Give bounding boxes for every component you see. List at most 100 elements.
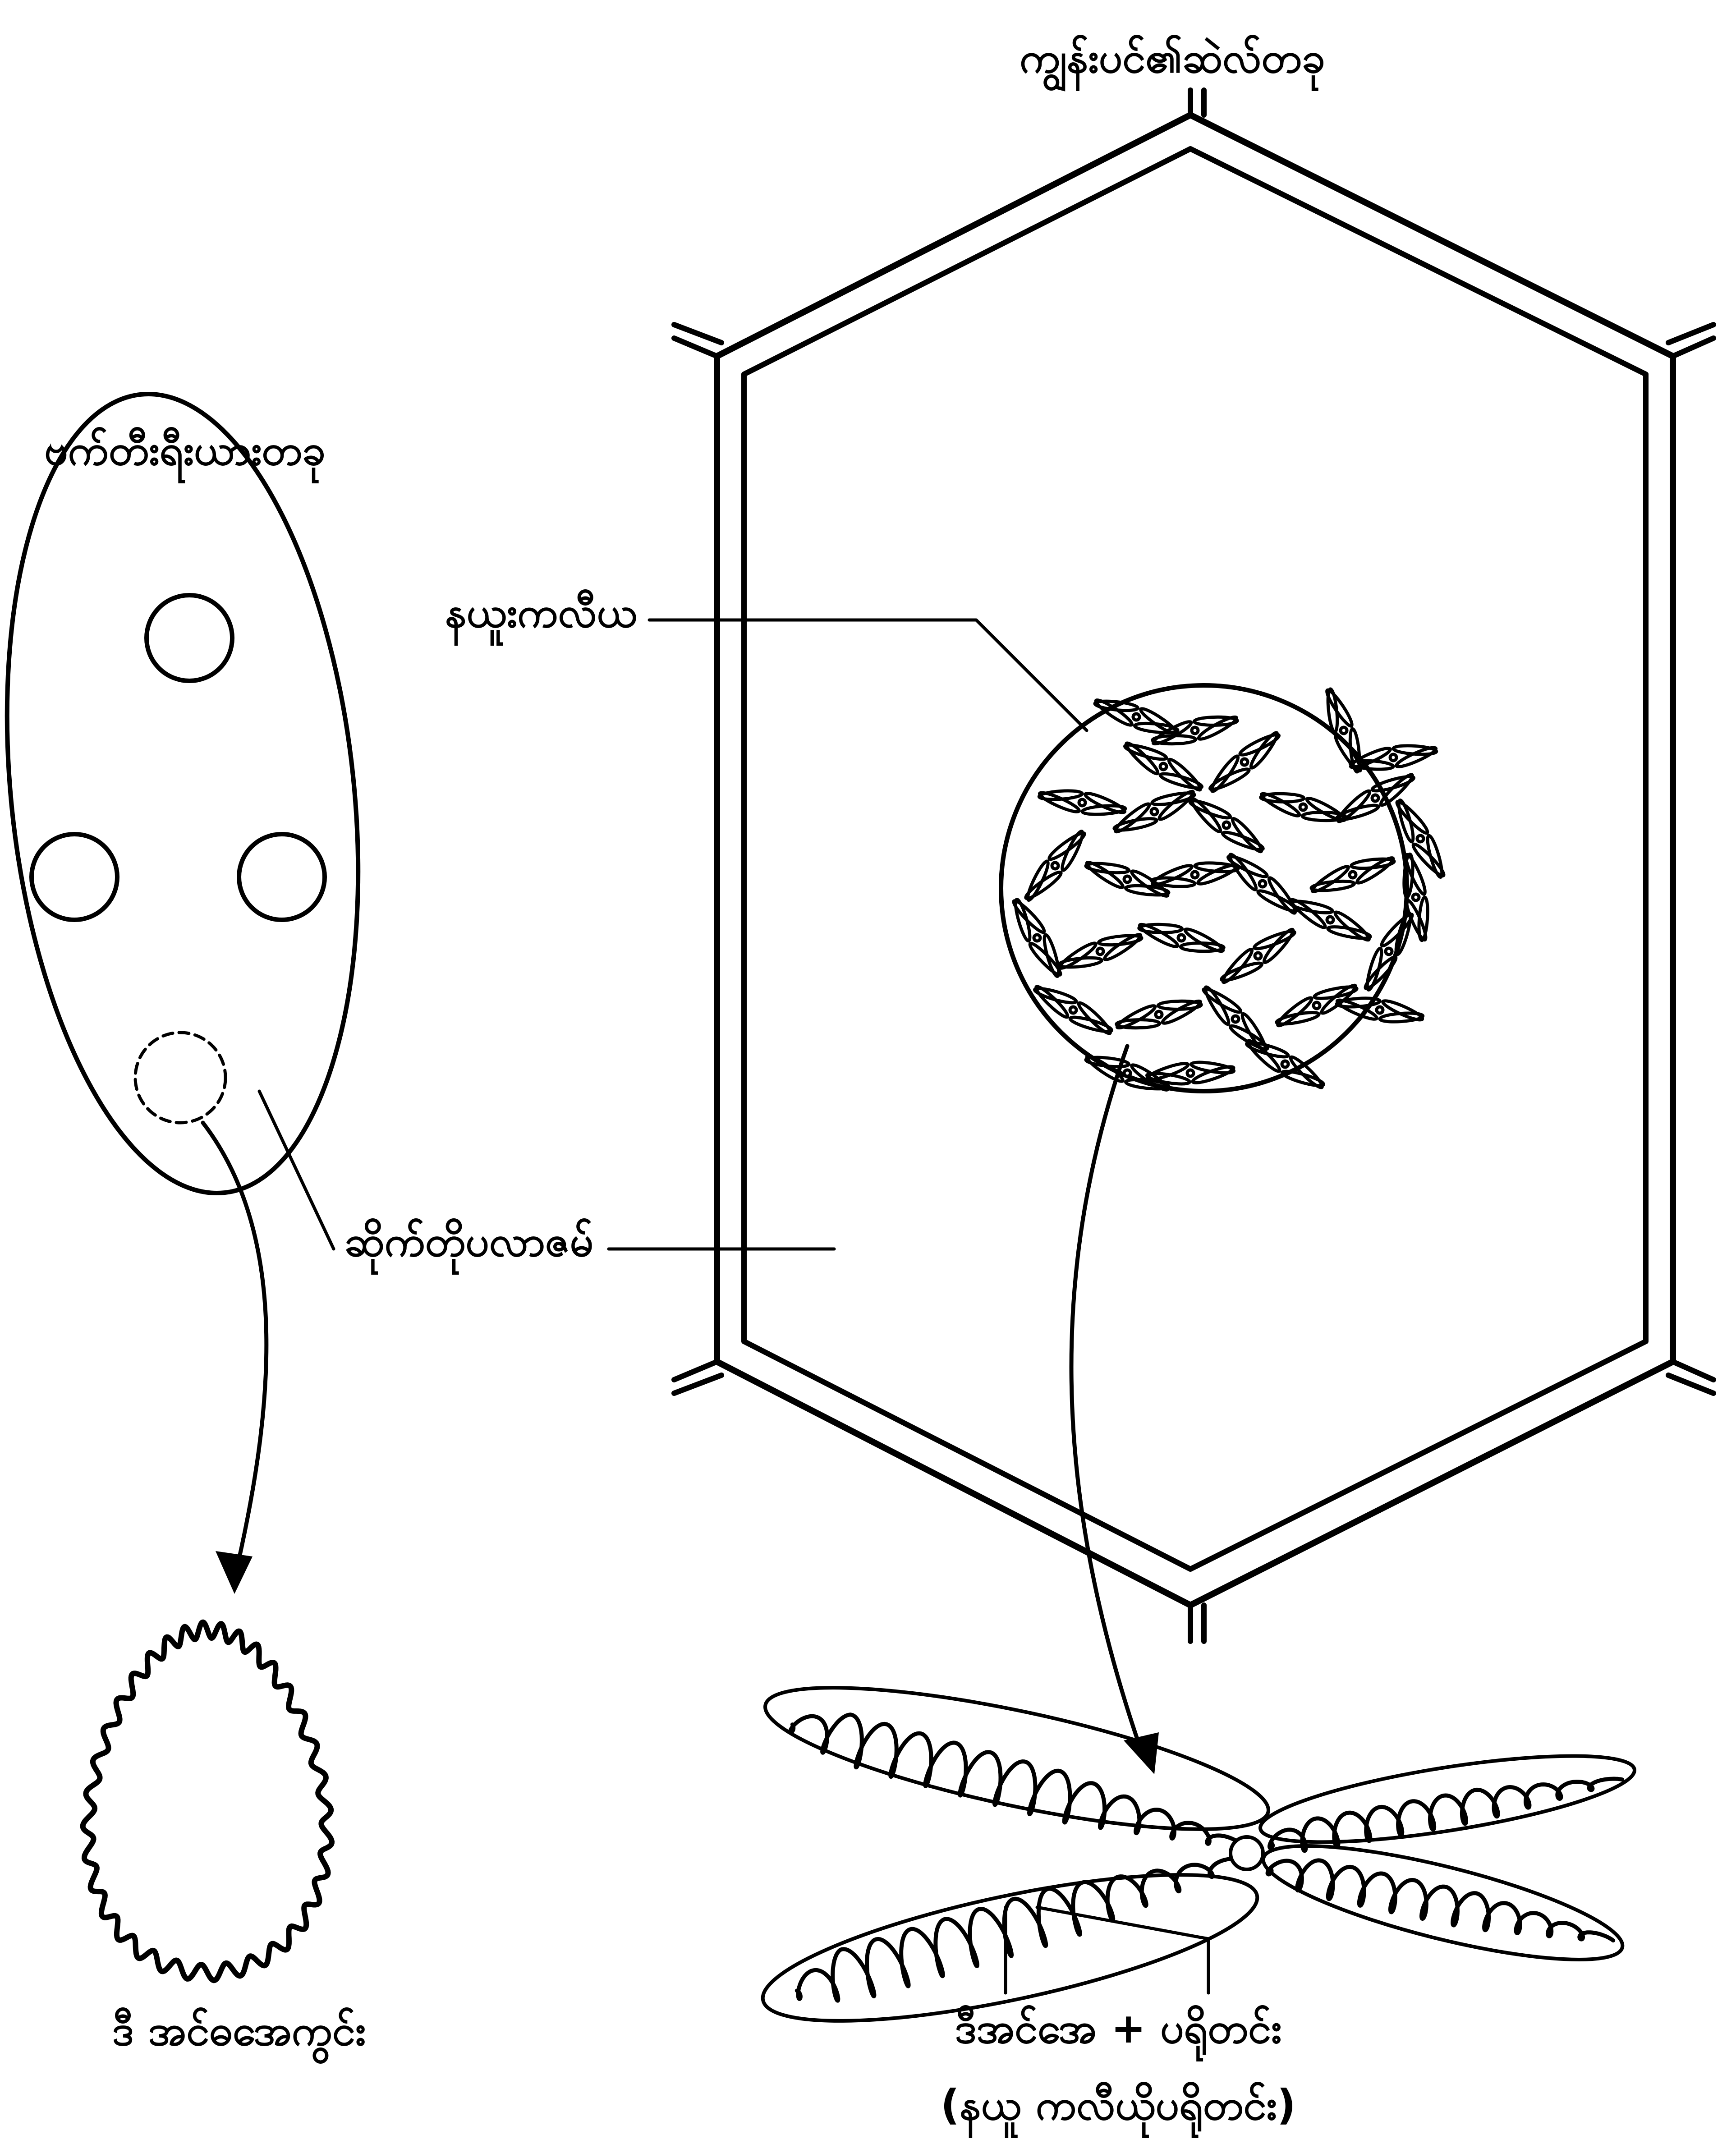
chromosome (1036, 782, 1128, 823)
chromosome (1285, 890, 1376, 950)
chromosome (1355, 906, 1422, 996)
centromere-dot (1231, 1015, 1240, 1024)
chromatid (1113, 816, 1157, 832)
chromatid (1281, 1069, 1325, 1088)
centromere-dot (1299, 803, 1307, 811)
cytoplasm-label: ဆိုက်တိုပလာဇမ် (344, 1217, 593, 1275)
bacterium (0, 376, 395, 1211)
chromosome (1195, 978, 1276, 1060)
centromere-dot (1123, 1069, 1131, 1077)
arrows (203, 1046, 1141, 1749)
centromere-dot (1096, 947, 1104, 955)
chromatid (1153, 735, 1196, 744)
centromere-dot (1326, 916, 1335, 924)
chromatid (1202, 986, 1243, 1015)
bacterium-granule (239, 834, 325, 920)
chromatid (1395, 744, 1437, 769)
centromere (1231, 1837, 1263, 1869)
centromere-dot (1123, 875, 1131, 883)
arrow-nucleus-to-chromosome (1071, 1046, 1141, 1749)
centromere-dot (1222, 821, 1231, 829)
chromosome (1240, 1031, 1330, 1097)
chromosome (1112, 991, 1205, 1038)
centromere-dot (1177, 934, 1185, 941)
bacterium-body (0, 376, 395, 1211)
centromere-dot (1191, 871, 1199, 878)
chromatid (1038, 790, 1081, 814)
centromere-dot (1376, 1006, 1383, 1014)
centromere-dot (1155, 1010, 1162, 1018)
dna-coil (790, 1715, 1244, 1846)
chromosome (1330, 765, 1420, 831)
leader-lines (259, 620, 1208, 1993)
dna-region-dashed (135, 1033, 225, 1123)
bacterium-title: ဗက်တီးရီးယားတခု (44, 426, 326, 483)
enlarged-chromosome (752, 1659, 1639, 2051)
chromosome (1148, 707, 1241, 754)
centromere-dot (1340, 726, 1348, 734)
centromere-dot (1187, 1070, 1194, 1076)
centromere-dot (1313, 1001, 1321, 1010)
dna-ring-label: ဒီ အင်ဓအေကွင်း (112, 2006, 366, 2064)
dna-coil (797, 1859, 1243, 2001)
arrowhead-icon (216, 1551, 253, 1594)
chromatid (1203, 985, 1232, 1027)
centromere-dot (1132, 713, 1140, 721)
centromere-dot (1371, 794, 1379, 802)
chromatid-arm (1255, 1823, 1631, 1983)
chromatid (1209, 754, 1241, 794)
centromere-dot (1240, 757, 1249, 767)
chromatid (1336, 803, 1379, 822)
dna-protein-label: ဒီအင်အေ + ပရိုတင်း (955, 2004, 1282, 2061)
centromere-dot (1281, 1060, 1289, 1068)
centromere-dot (1033, 933, 1041, 942)
dna-coil (1270, 1779, 1622, 1851)
chromatid (1116, 1019, 1160, 1028)
bacterium-granule (32, 834, 117, 920)
chromosome (1017, 823, 1093, 908)
plant-cell (674, 90, 1713, 1641)
chromatid (1058, 956, 1102, 969)
centromere-dot (1191, 726, 1199, 734)
dna-ring (83, 1622, 332, 1981)
centromere-dot (1384, 947, 1393, 955)
centromere-dot (1412, 894, 1419, 901)
centromere-dot (1051, 861, 1060, 870)
chromosome (1307, 848, 1399, 902)
plant-cell-wall-outer (717, 115, 1673, 1605)
centromere-dot (1150, 808, 1159, 816)
chromatid (1180, 943, 1224, 952)
chromatid (1082, 804, 1125, 816)
chromatid (1379, 1012, 1423, 1023)
chromatid (1013, 898, 1033, 942)
centromere-dot (1254, 951, 1262, 960)
chromatid (1248, 730, 1280, 770)
plant-cell-wall-inner (744, 149, 1646, 1569)
chromosome (1220, 845, 1305, 922)
centromere-dot (1079, 799, 1086, 806)
chromosome (1183, 789, 1270, 861)
chromatid (1276, 1010, 1320, 1026)
nucleus-label: နယူးကလီယ (445, 588, 637, 646)
chromosome (1214, 920, 1302, 992)
chromatid (1240, 1012, 1269, 1053)
centromere-dot (1258, 879, 1267, 888)
centromere-dot (1416, 834, 1424, 843)
chromatid (1327, 924, 1371, 941)
plant-cell-title: ကျွန်းပင်၏ဆဲလ်တခု (1020, 34, 1325, 92)
chromosome (1054, 924, 1147, 979)
centromere-dot (1349, 871, 1357, 879)
chromatid (1024, 869, 1063, 901)
centromere-dot (1390, 754, 1397, 761)
centromere-dot (1069, 1005, 1077, 1014)
nucleus-chromosomes (1004, 684, 1454, 1101)
chromatid (1266, 876, 1298, 915)
chromosome (1135, 914, 1227, 962)
chromatid (1069, 1015, 1113, 1034)
chromosome (1257, 783, 1349, 831)
chromatid (1047, 830, 1087, 862)
nucleoprotein-label: (နယူ ကလီယိုပရိုတင်း) (941, 2081, 1296, 2138)
chromatid (1311, 880, 1355, 892)
chromatid-arm (1255, 1738, 1640, 1860)
